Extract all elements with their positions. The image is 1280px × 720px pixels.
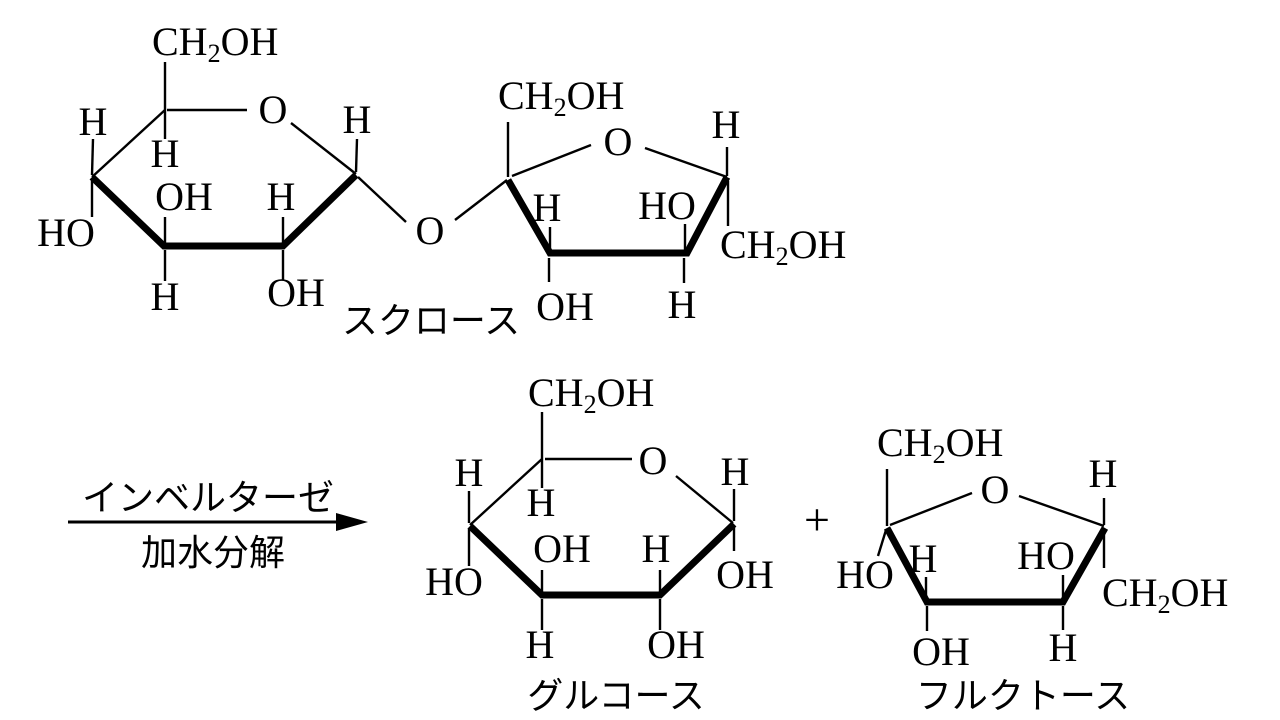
- atom-label-choh: CH2OH: [152, 19, 278, 68]
- atom-label-choh: CH2OH: [498, 73, 624, 122]
- fructose-name-label: フルクトース: [916, 675, 1130, 716]
- glucose-name-label: グルコース: [527, 675, 704, 716]
- atom-label-h: H: [79, 99, 108, 144]
- atom-label-oh: OH: [716, 552, 774, 597]
- atom-label-h: H: [642, 526, 671, 571]
- atom-label-ho: HO: [425, 559, 483, 604]
- bond: [889, 491, 973, 527]
- bond: [675, 475, 734, 524]
- atom-label-o: O: [416, 208, 445, 253]
- bond: [644, 146, 728, 179]
- ring-front-bond: [89, 172, 359, 250]
- atom-label-h: H: [1049, 625, 1078, 670]
- atom-label-h: H: [455, 450, 484, 495]
- bond: [1018, 494, 1105, 528]
- atom-label-choh: CH2OH: [528, 370, 654, 419]
- atom-label-o: O: [604, 119, 633, 164]
- ring-front-bond: [883, 526, 1109, 606]
- atom-label-h: H: [712, 102, 741, 147]
- bond: [90, 138, 95, 176]
- plus-sign: +: [804, 494, 830, 545]
- atom-label-oh: OH: [912, 629, 970, 674]
- atom-label-ho: HO: [37, 210, 95, 255]
- atom-label-o: O: [639, 438, 668, 483]
- atom-label-oh: OH: [267, 270, 325, 315]
- atom-label-h: H: [151, 131, 180, 176]
- atom-label-choh: CH2OH: [1102, 570, 1228, 619]
- bond: [354, 138, 359, 173]
- glucose-bonds: [467, 412, 737, 630]
- ring-front-bond: [504, 175, 731, 257]
- bond: [290, 122, 357, 175]
- atom-label-oh: OH: [533, 526, 591, 571]
- atom-label-h: H: [267, 174, 296, 219]
- atom-label-choh: CH2OH: [877, 420, 1003, 469]
- atom-label-h: H: [668, 282, 697, 327]
- enzyme-label: インベルターゼ: [82, 477, 334, 518]
- atom-label-ho: HO: [1017, 533, 1075, 578]
- atom-label-h: H: [1089, 451, 1118, 496]
- sucrose-name-label: スクロース: [342, 300, 520, 341]
- atom-label-h: H: [909, 536, 938, 581]
- bond: [91, 109, 166, 178]
- atom-label-o: O: [259, 87, 288, 132]
- atom-label-choh: CH2OH: [720, 222, 846, 271]
- atom-label-ho: HO: [836, 552, 894, 597]
- glycosidic-bond: [357, 176, 407, 223]
- sucrose-bonds: [89, 62, 731, 283]
- bond: [876, 529, 888, 557]
- atom-label-oh: OH: [536, 284, 594, 329]
- atom-label-h: H: [526, 622, 555, 667]
- bond: [511, 143, 592, 178]
- process-label: 加水分解: [141, 532, 285, 573]
- fructose-bonds: [876, 469, 1109, 631]
- atom-label-oh: OH: [155, 174, 213, 219]
- ring-front-bond: [467, 521, 737, 599]
- bond: [469, 458, 543, 526]
- atom-label-oh: OH: [647, 622, 705, 667]
- atom-label-o: O: [981, 467, 1010, 512]
- atom-label-h: H: [527, 480, 556, 525]
- arrow-head-icon: [336, 513, 368, 531]
- atom-label-ho: HO: [638, 183, 696, 228]
- glycosidic-bond: [454, 179, 508, 221]
- reaction-arrow: インベルターゼ 加水分解: [68, 477, 368, 573]
- atom-label-h: H: [151, 274, 180, 319]
- atom-label-h: H: [343, 97, 372, 142]
- atom-label-h: H: [533, 185, 562, 230]
- atom-label-h: H: [721, 449, 750, 494]
